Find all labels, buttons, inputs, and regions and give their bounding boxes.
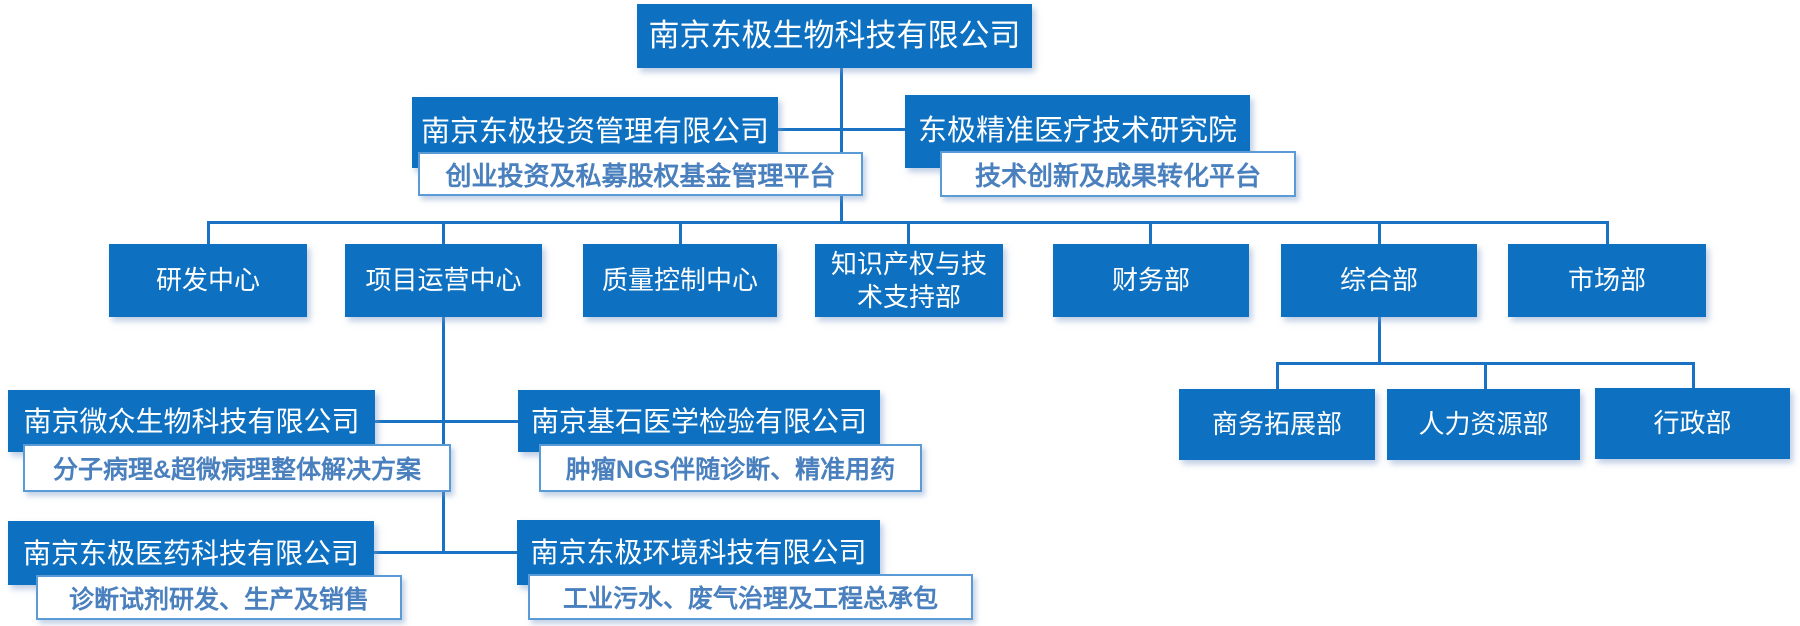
org-node-investment-company-label: 南京东极投资管理有限公司 [420,116,769,149]
connector-admin-stub-2 [1484,362,1487,390]
org-node-subsidiary-dongji-pharma: 南京东极医药科技有限公司 [8,521,374,585]
org-node-dept-project-operations: 项目运营中心 [345,244,542,317]
org-node-dept-project-operations-label: 项目运营中心 [365,265,522,296]
org-node-subsidiary-dongji-pharma-label: 南京东极医药科技有限公司 [22,537,359,569]
org-node-dept-finance-label: 财务部 [1111,265,1190,296]
tagline-research-institute-label: 技术创新及成果转化平台 [974,160,1261,191]
org-node-dept-quality-control: 质量控制中心 [583,244,777,317]
connector-dept-stub-4 [907,221,910,246]
org-node-subsidiary-dongji-environment-label: 南京东极环境科技有限公司 [530,537,867,568]
tagline-weizhong-bio: 分子病理&超微病理整体解决方案 [23,444,451,492]
connector-platform-h [778,128,906,131]
tagline-investment-company-label: 创业投资及私募股权基金管理平台 [445,160,836,191]
tagline-jishi-medical-lab-label: 肿瘤NGS伴随诊断、精准用药 [565,456,896,484]
connector-subsidiary-row2-h [374,551,520,554]
org-node-admin-administration: 行政部 [1595,388,1790,459]
connector-dept-stub-1 [207,221,210,246]
connector-admin-stub-3 [1692,362,1695,390]
tagline-dongji-environment: 工业污水、废气治理及工程总承包 [528,574,973,620]
org-node-dept-ip-tech-support: 知识产权与技术支持部 [815,244,1003,317]
connector-admin-stub-1 [1276,362,1279,390]
org-node-admin-human-resources: 人力资源部 [1387,389,1580,460]
tagline-research-institute: 技术创新及成果转化平台 [940,151,1296,197]
connector-subsidiary-trunk [442,316,445,554]
org-node-subsidiary-weizhong-bio-label: 南京微众生物科技有限公司 [23,405,360,437]
org-node-dept-ip-tech-support-label: 知识产权与技术支持部 [830,249,987,312]
org-node-research-institute-label: 东极精准医疗技术研究院 [917,115,1237,148]
org-node-dept-marketing: 市场部 [1508,244,1706,317]
tagline-dongji-pharma-label: 诊断试剂研发、生产及销售 [68,585,369,614]
org-node-root-label: 南京东极生物科技有限公司 [648,17,1021,53]
org-node-admin-business-development: 商务拓展部 [1179,389,1375,460]
org-node-root: 南京东极生物科技有限公司 [637,4,1032,68]
org-node-admin-administration-label: 行政部 [1653,408,1732,439]
org-node-dept-rnd-center: 研发中心 [109,244,307,317]
org-node-dept-marketing-label: 市场部 [1567,265,1646,296]
org-node-dept-finance: 财务部 [1053,244,1249,317]
tagline-dongji-environment-label: 工业污水、废气治理及工程总承包 [562,585,938,613]
connector-dept-stub-6 [1378,221,1381,246]
org-node-dept-general-affairs: 综合部 [1281,244,1477,317]
tagline-weizhong-bio-label: 分子病理&超微病理整体解决方案 [52,456,422,484]
connector-dept-stub-5 [1149,221,1152,246]
tagline-jishi-medical-lab: 肿瘤NGS伴随诊断、精准用药 [539,444,922,492]
connector-subsidiary-row1-h [374,420,520,423]
org-node-subsidiary-jishi-medical-lab-label: 南京基石医学检验有限公司 [530,405,867,437]
org-node-dept-rnd-center-label: 研发中心 [155,265,260,296]
connector-admin-trunk [1378,315,1381,365]
org-node-admin-business-development-label: 商务拓展部 [1211,409,1342,440]
connector-dept-stub-2 [442,221,445,246]
tagline-investment-company: 创业投资及私募股权基金管理平台 [418,152,863,196]
org-node-dept-quality-control-label: 质量控制中心 [601,265,758,296]
org-node-dept-general-affairs-label: 综合部 [1339,265,1418,296]
tagline-dongji-pharma: 诊断试剂研发、生产及销售 [36,575,402,620]
org-node-admin-human-resources-label: 人力资源部 [1418,409,1549,440]
connector-root-trunk [840,68,843,224]
org-node-subsidiary-jishi-medical-lab: 南京基石医学检验有限公司 [518,390,880,452]
connector-dept-stub-3 [679,221,682,246]
org-node-subsidiary-weizhong-bio: 南京微众生物科技有限公司 [8,390,375,452]
connector-dept-stub-7 [1606,221,1609,246]
